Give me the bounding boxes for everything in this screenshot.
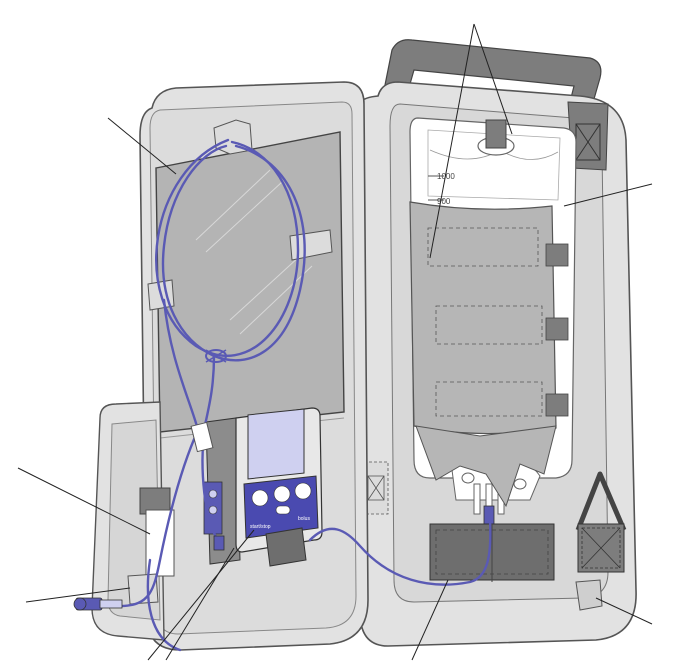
pump-key-label-start: start/stop [250, 524, 271, 530]
tube-organizer-clip [205, 349, 227, 363]
tubing-down-left [162, 298, 200, 432]
lower-clip [127, 573, 159, 605]
leader-lines [17, 23, 653, 661]
leader-line-connector [25, 587, 131, 603]
left-flap [91, 401, 175, 641]
leader-line-bag [563, 183, 653, 207]
strap-tab [545, 243, 569, 267]
scale-mark-1000: 1000 [437, 172, 455, 181]
pump-key-center [275, 505, 291, 515]
leader-line-bag-top-a [429, 23, 475, 259]
pump-key-left [251, 489, 269, 507]
clip-bracket [575, 579, 603, 611]
bag-restraint-pocket [409, 201, 569, 508]
tube-clip-right [289, 229, 333, 261]
x-box-icon [575, 123, 601, 161]
leader-line-pocket [411, 579, 449, 661]
leader-line-reservoir [17, 467, 151, 535]
restraint-panel [409, 201, 557, 435]
infusion-pump: start/stop bolus [203, 407, 323, 567]
screen-icon [247, 408, 305, 480]
leader-line-bag-top-b [473, 23, 513, 135]
leader-line-pump-2 [165, 547, 235, 661]
strap-tab [545, 393, 569, 417]
infusion-tubing [118, 138, 492, 652]
pump-key-up [273, 485, 291, 503]
restraint-lower-flap [415, 425, 557, 508]
tubing-across-bottom [308, 518, 492, 586]
tube-fittings [73, 349, 227, 611]
leader-line-clip [595, 597, 653, 625]
pump-pouch-flap [265, 527, 307, 567]
bottom-pocket [429, 523, 555, 582]
triangle-handle-icon [575, 471, 627, 611]
tubing-outer-loop [155, 138, 300, 357]
hanger-strap [485, 119, 507, 149]
scale-mark-900: 900 [437, 197, 451, 206]
y-connector [190, 421, 214, 453]
tubing-lower-loop [146, 558, 182, 652]
pump-key-label-bolus: bolus [298, 516, 310, 522]
luer-lock-connector [73, 597, 123, 611]
tubing-to-connector [118, 428, 200, 608]
strap-tab [545, 317, 569, 341]
leader-line-pump [147, 529, 255, 661]
fluid-bag-inner-edge [427, 129, 561, 201]
pump-key-right [294, 482, 312, 500]
tube-clamp [213, 535, 225, 551]
leader-line-tubing [107, 117, 177, 175]
